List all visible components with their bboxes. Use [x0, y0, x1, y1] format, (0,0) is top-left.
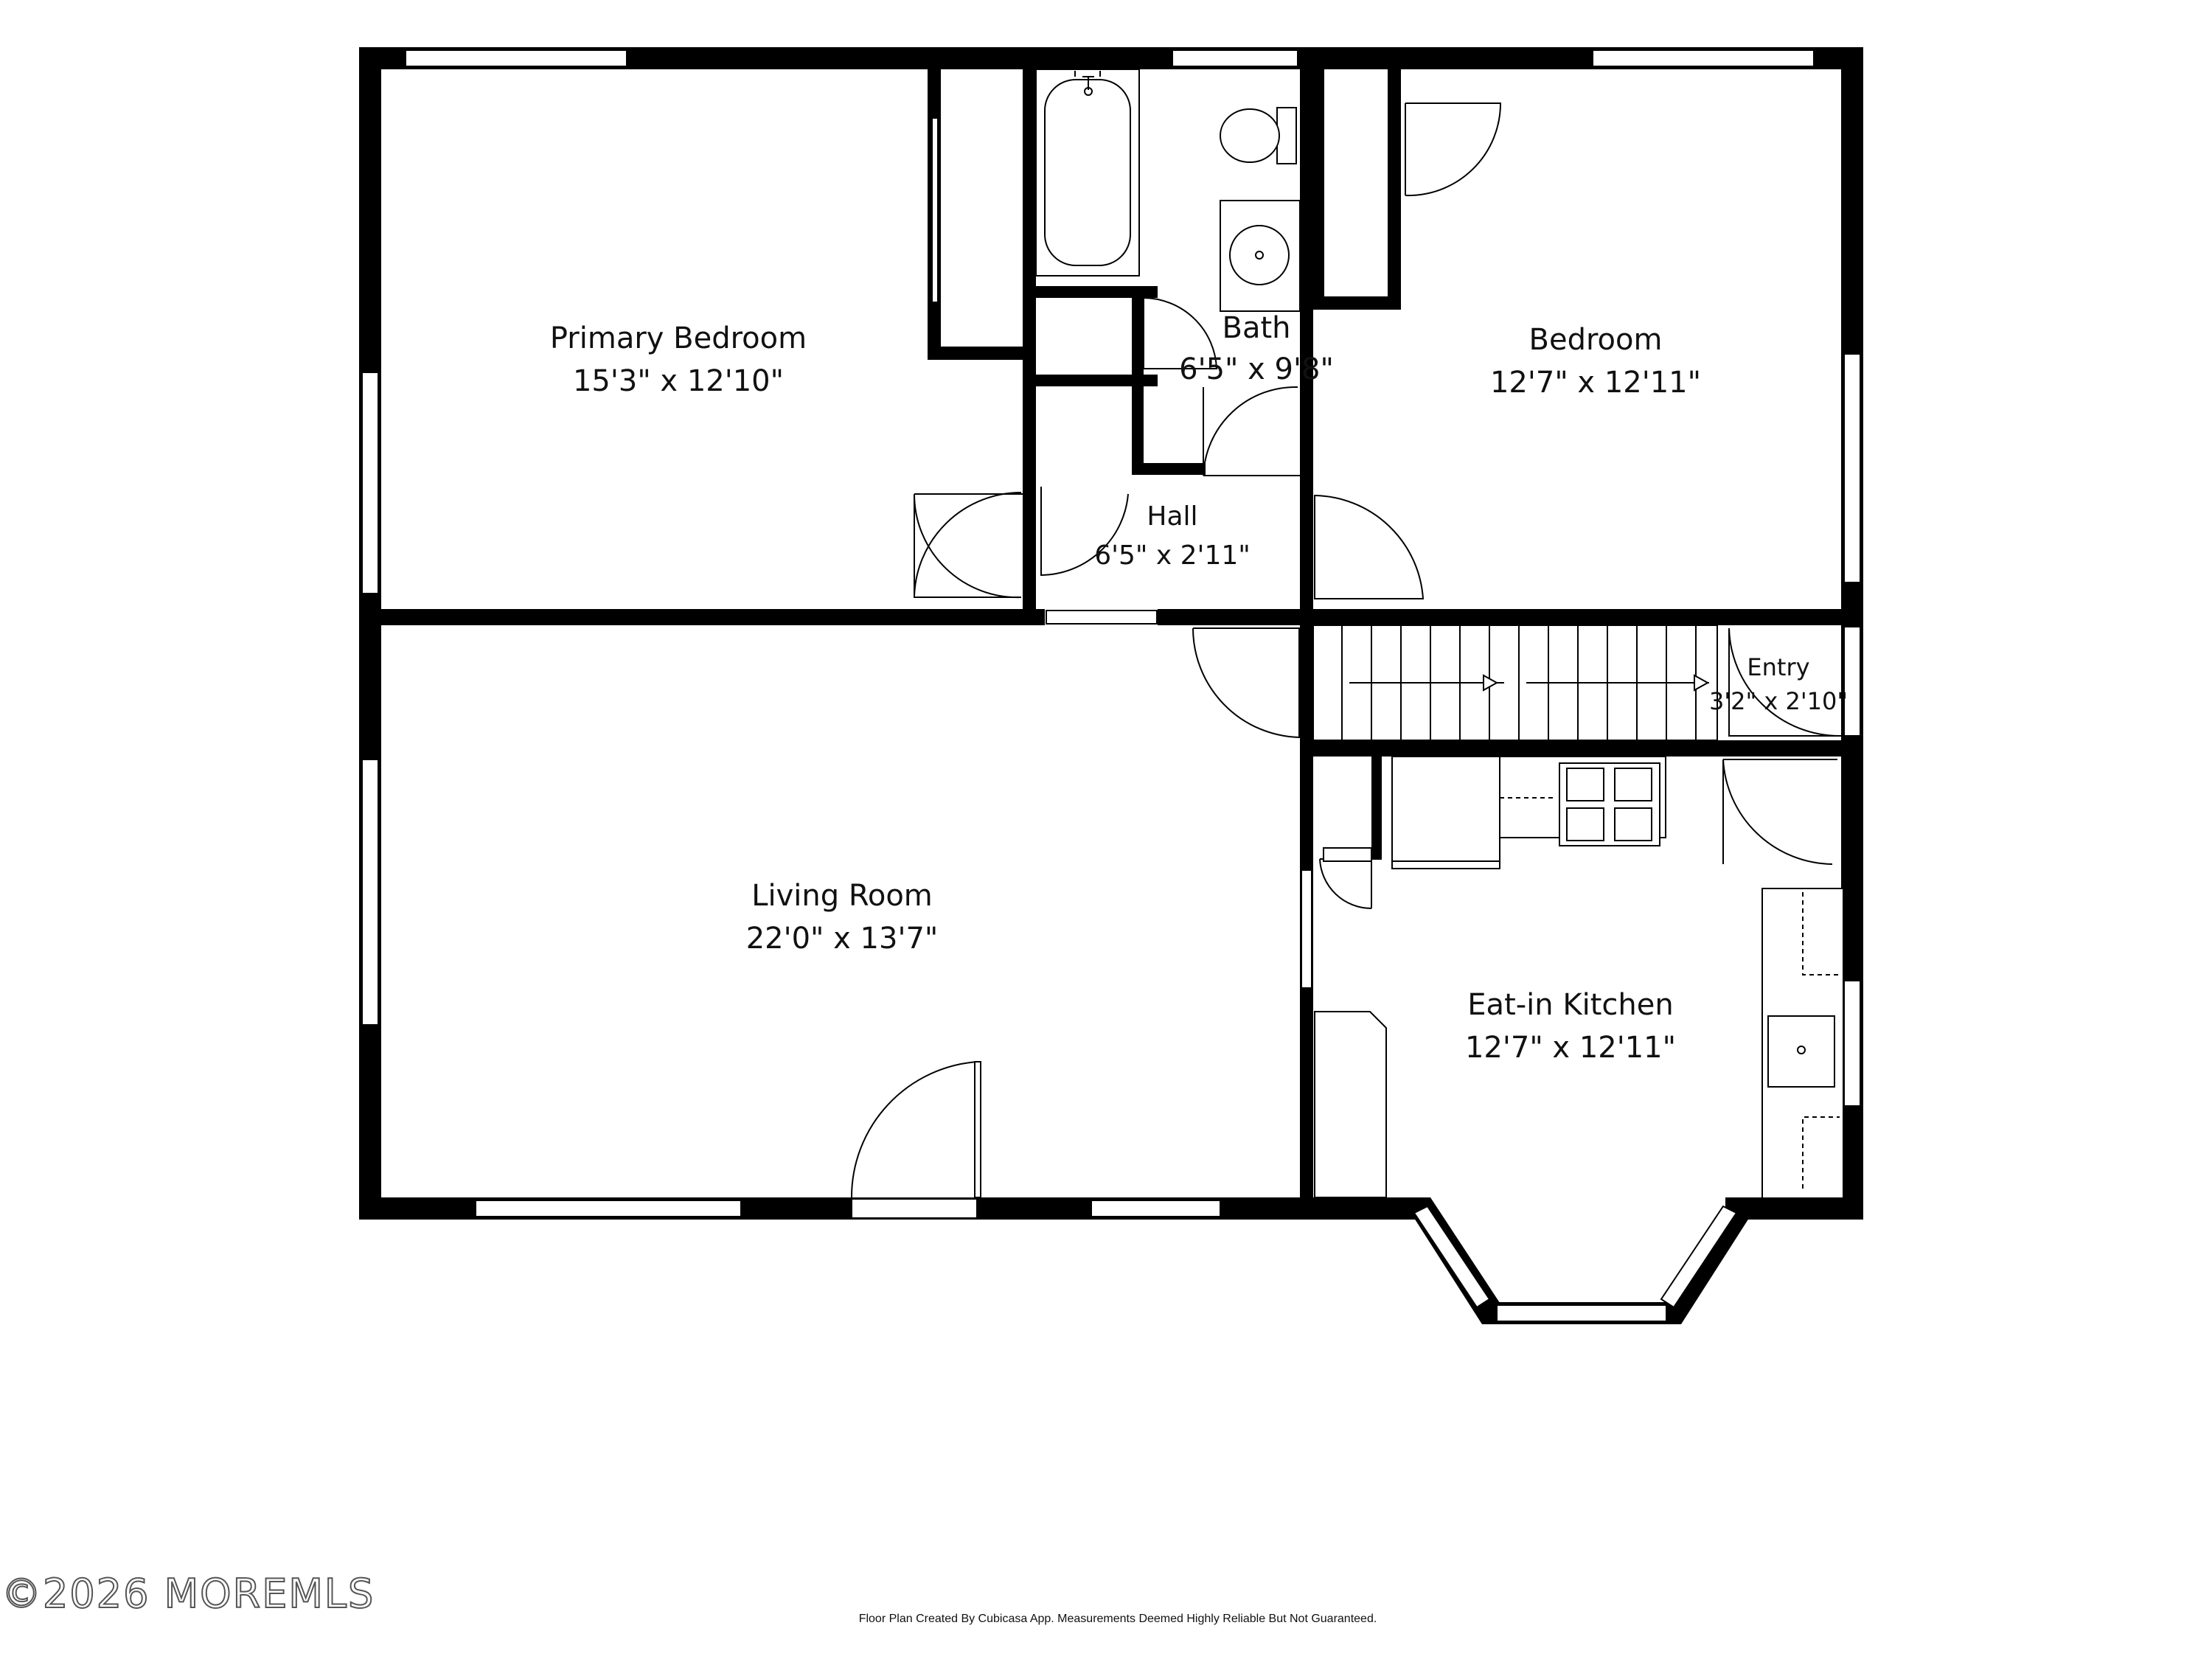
- room-size-bedroom: 12'7" x 12'11": [1490, 366, 1701, 400]
- window: [1413, 1205, 1491, 1309]
- room-size-hall: 6'5" x 2'11": [1094, 540, 1251, 571]
- room-name-primary-bedroom: Primary Bedroom: [550, 321, 807, 355]
- room-size-living-room: 22'0" x 13'7": [746, 922, 939, 956]
- window: [1592, 49, 1815, 67]
- window: [405, 49, 627, 67]
- bath-sink: [1220, 200, 1301, 312]
- room-name-bedroom: Bedroom: [1529, 323, 1663, 357]
- toilet: [1276, 107, 1297, 164]
- window: [1496, 1304, 1667, 1322]
- room-name-entry: Entry: [1747, 653, 1809, 681]
- fixtures: [1035, 69, 1844, 1199]
- window: [361, 759, 379, 1026]
- refrigerator: [1391, 756, 1500, 869]
- window: [1660, 1205, 1738, 1309]
- watermark: ©2026 MOREMLS: [1, 1571, 375, 1617]
- room-name-eat-in-kitchen: Eat-in Kitchen: [1467, 988, 1673, 1022]
- stove: [1559, 762, 1660, 846]
- stairs: [1312, 625, 1718, 741]
- window: [1843, 626, 1861, 737]
- room-size-primary-bedroom: 15'3" x 12'10": [573, 364, 784, 398]
- room-name-bath: Bath: [1222, 311, 1291, 345]
- room-size-bath: 6'5" x 9'8": [1179, 352, 1334, 386]
- kitchen-sink: [1767, 1015, 1835, 1088]
- window: [1172, 49, 1298, 67]
- room-size-entry: 3'2" x 2'10": [1709, 687, 1848, 715]
- window: [1091, 1200, 1221, 1217]
- bathtub: [1035, 69, 1140, 276]
- window: [1843, 353, 1861, 583]
- windows: [361, 49, 1861, 1322]
- room-size-eat-in-kitchen: 12'7" x 12'11": [1465, 1031, 1676, 1065]
- room-labels: Primary Bedroom 15'3" x 12'10" Bath 6'5"…: [550, 311, 1848, 1065]
- window: [475, 1200, 742, 1217]
- disclaimer: Floor Plan Created By Cubicasa App. Meas…: [859, 1613, 1377, 1625]
- window: [361, 372, 379, 594]
- doors: [850, 102, 1843, 1198]
- room-name-living-room: Living Room: [751, 879, 933, 913]
- window: [1843, 980, 1861, 1107]
- room-name-hall: Hall: [1147, 501, 1197, 532]
